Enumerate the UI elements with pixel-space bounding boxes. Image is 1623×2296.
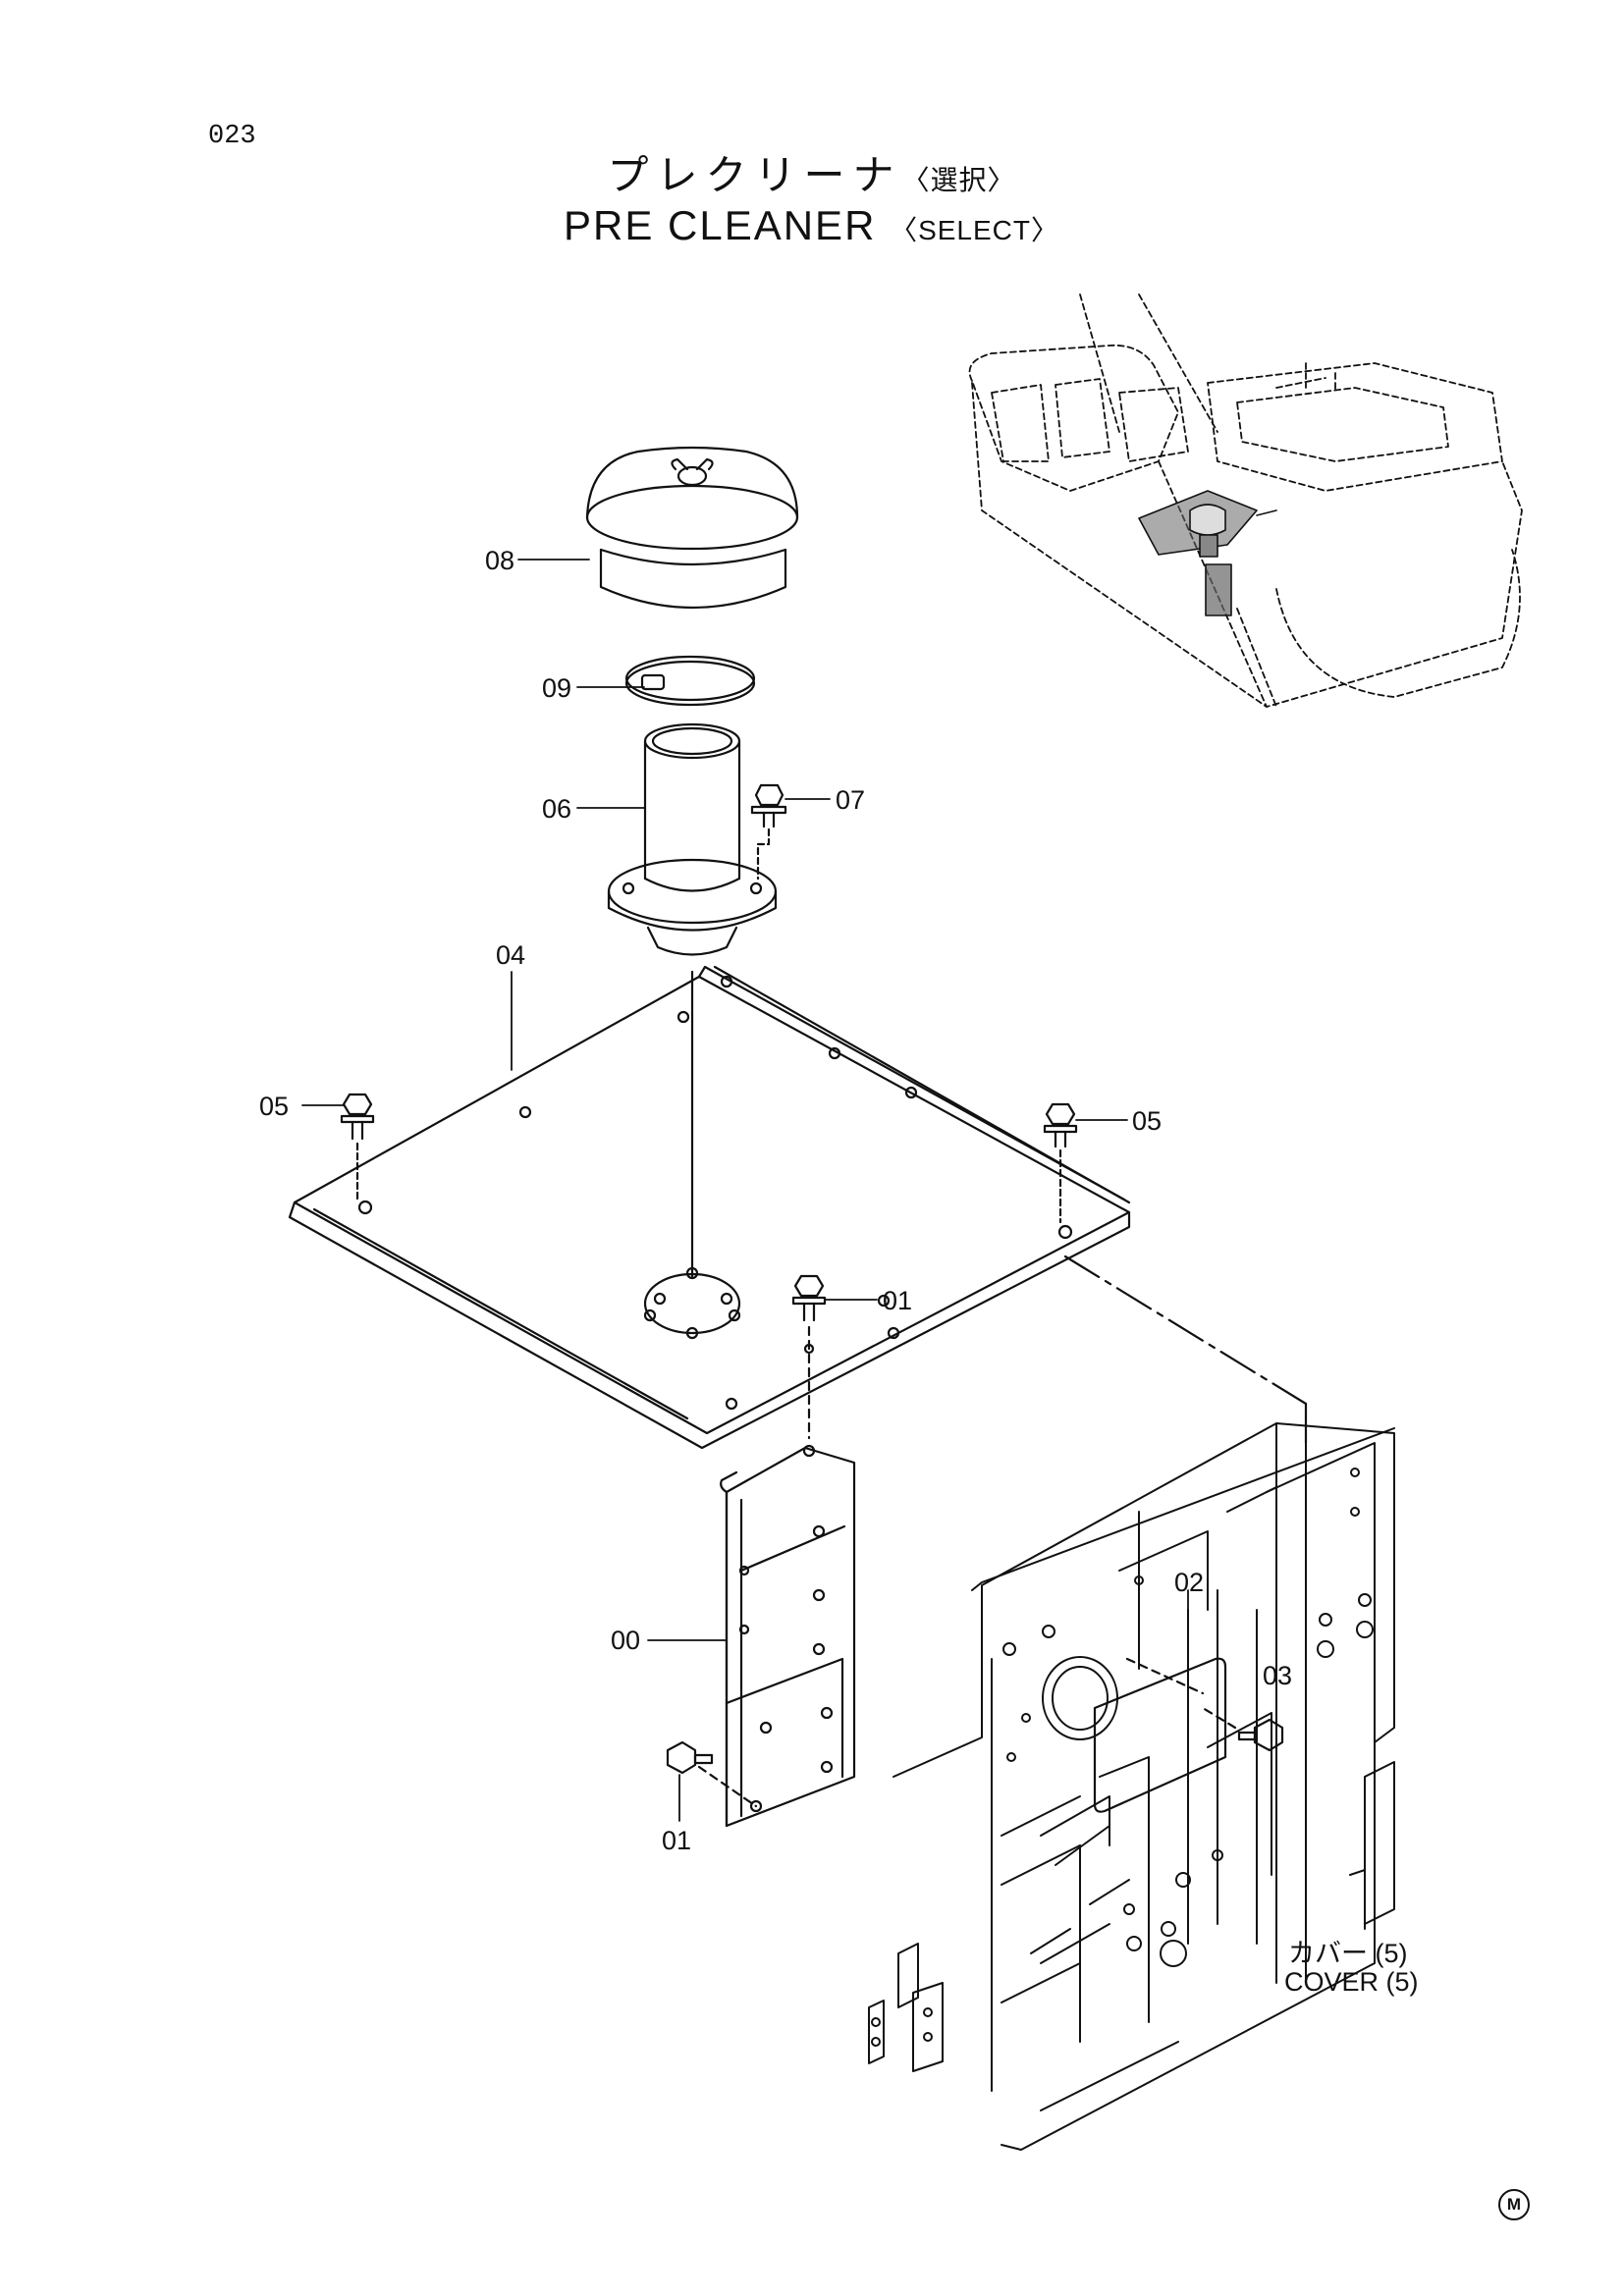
callout-09: 09 xyxy=(542,673,572,703)
callout-06: 06 xyxy=(542,794,572,824)
callout-07: 07 xyxy=(836,785,866,815)
reference-cover-en: COVER (5) xyxy=(1284,1967,1419,1997)
location-highlight xyxy=(1138,490,1277,616)
part-08-cap xyxy=(585,446,799,610)
part-09-clamp xyxy=(624,655,756,707)
callout-04: 04 xyxy=(496,940,526,970)
part-02-plate xyxy=(1093,1657,1227,1813)
callout-03: 03 xyxy=(1263,1661,1293,1690)
machine-overview-illustration xyxy=(968,294,1523,708)
reference-cover-jp: カバー (5) xyxy=(1288,1939,1408,1968)
callout-05-right: 05 xyxy=(1132,1106,1163,1136)
callout-01-lower: 01 xyxy=(662,1826,692,1855)
callout-01-upper: 01 xyxy=(883,1286,913,1315)
title-japanese: プレクリーナ〈選択〉 xyxy=(0,142,1623,202)
part-05-bolt-right xyxy=(1043,1102,1078,1224)
frame-partition xyxy=(868,1422,1395,2151)
callout-05-left: 05 xyxy=(259,1092,290,1121)
callout-00: 00 xyxy=(611,1626,641,1655)
title-jp-main: プレクリーナ xyxy=(607,152,902,198)
title-en-main: PRE CLEANER xyxy=(563,202,877,248)
callout-02: 02 xyxy=(1174,1568,1205,1597)
part-01-bolt-lower xyxy=(666,1740,758,1808)
title-english: PRE CLEANER 〈SELECT〉 xyxy=(0,202,1623,249)
part-06-tube xyxy=(607,722,778,956)
leader-lines xyxy=(301,559,1277,1822)
part-01-bolt-upper xyxy=(791,1274,827,1440)
page-number: 023 xyxy=(208,122,256,151)
part-05-bolt-left xyxy=(340,1093,375,1201)
part-07-bolt xyxy=(750,783,787,881)
part-03-bolt xyxy=(1201,1706,1284,1752)
part-00-bracket xyxy=(720,1444,856,1828)
title-jp-note: 〈選択〉 xyxy=(901,165,1016,195)
callout-08: 08 xyxy=(485,546,515,575)
connection-line xyxy=(1063,1255,1308,1406)
part-04-cover-plate xyxy=(288,965,1131,1450)
maker-mark: M xyxy=(1498,2189,1530,2220)
title-en-note: 〈SELECT〉 xyxy=(890,215,1060,245)
